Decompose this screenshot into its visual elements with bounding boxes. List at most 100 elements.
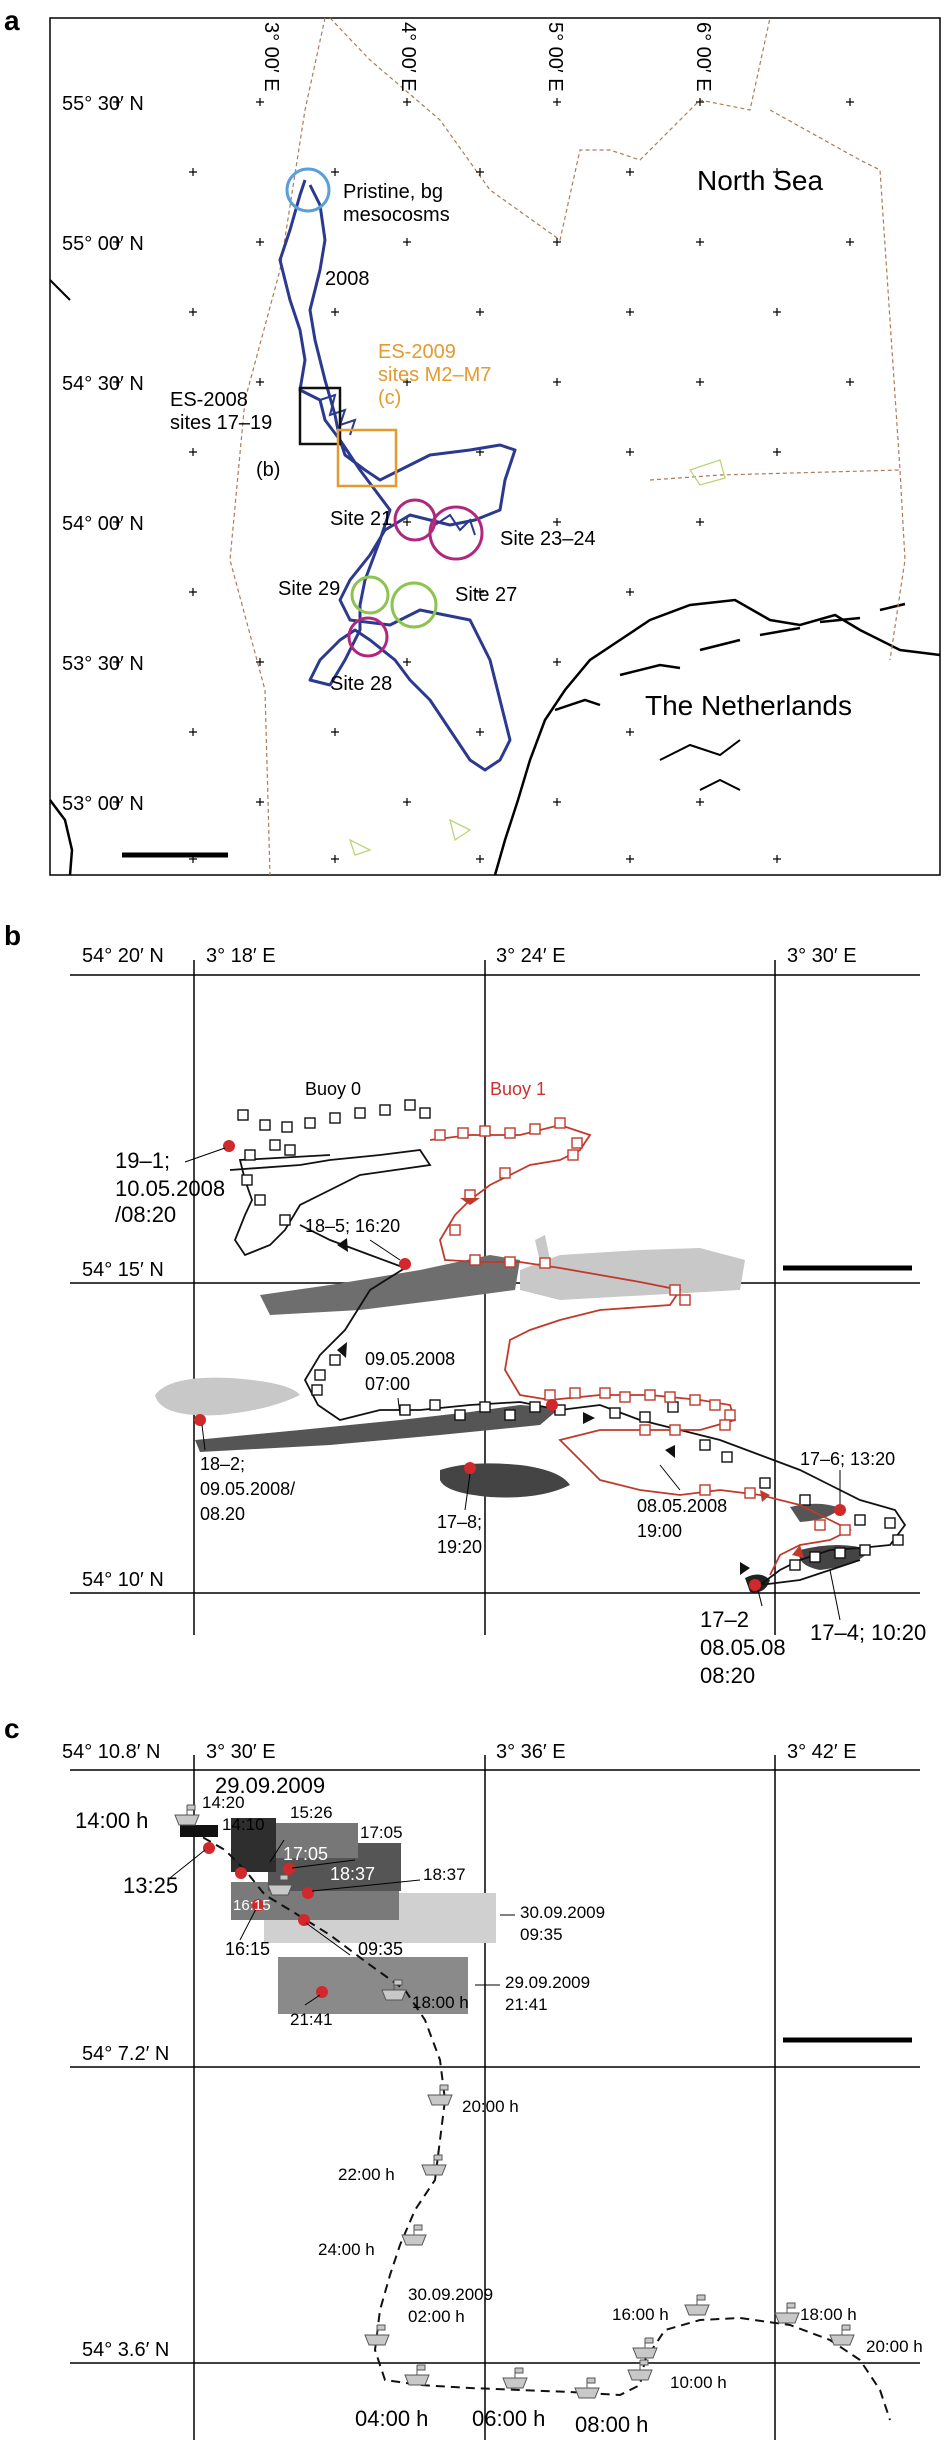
cruise-track-2008 bbox=[278, 179, 517, 772]
site-27-circle bbox=[390, 581, 438, 629]
annotation: 17–6; 13:20 bbox=[800, 1449, 895, 1469]
panel-b-letter: b bbox=[4, 920, 21, 951]
time-label: 18:00 h bbox=[800, 2305, 857, 2324]
panel-a-letter: a bbox=[4, 5, 20, 36]
time-label: 21:41 bbox=[505, 1995, 548, 2014]
es2009-label-3: (c) bbox=[378, 387, 401, 409]
year-label: 2008 bbox=[325, 268, 370, 290]
lon-label: 3° 42′ E bbox=[787, 1741, 857, 1763]
annotation: 10.05.2008 bbox=[115, 1176, 225, 1201]
lat-label: 54° 30′ N bbox=[62, 373, 144, 395]
panel-b: b bbox=[4, 920, 926, 1688]
pristine-label-2: mesocosms bbox=[343, 204, 450, 226]
site-28-label: Site 28 bbox=[330, 673, 392, 695]
time-label: 09:35 bbox=[358, 1939, 403, 1959]
time-label: 20:00 h bbox=[462, 2097, 519, 2116]
lon-label: 3° 18′ E bbox=[206, 945, 276, 967]
lon-label: 5° 00′ E bbox=[544, 22, 566, 92]
leaders-b bbox=[184, 1147, 841, 1621]
annotation: 17–2 bbox=[700, 1607, 749, 1632]
site-29-label: Site 29 bbox=[278, 578, 340, 600]
panel-c: c bbox=[4, 1713, 923, 2440]
annotation: 17–8; bbox=[437, 1512, 482, 1532]
site-29-circle bbox=[350, 575, 390, 615]
time-label: 16:15 bbox=[225, 1939, 270, 1959]
lon-labels-b: 3° 18′ E 3° 24′ E 3° 30′ E bbox=[206, 945, 857, 967]
buoy-1-markers bbox=[434, 1117, 851, 1536]
annotation: 18–2; bbox=[200, 1454, 245, 1474]
sampling-dots-b bbox=[194, 1140, 846, 1591]
lon-label: 3° 36′ E bbox=[496, 1741, 566, 1763]
patches-b bbox=[155, 1235, 870, 1593]
pristine-circle bbox=[285, 167, 331, 213]
cruise-track-cluster bbox=[319, 393, 476, 536]
es2008-box bbox=[298, 386, 342, 446]
sampling-dots-c bbox=[203, 1842, 328, 1998]
time-label: 29.09.2009 bbox=[215, 1773, 325, 1798]
buoy-0-markers bbox=[237, 1099, 904, 1571]
annotation: /08:20 bbox=[115, 1202, 176, 1227]
sea-label: North Sea bbox=[697, 165, 823, 196]
pristine-label: Pristine, bg bbox=[343, 181, 443, 203]
lon-label: 3° 00′ E bbox=[260, 22, 282, 92]
leaders-c bbox=[169, 1839, 515, 2006]
time-label: 06:00 h bbox=[472, 2406, 545, 2431]
time-label: 14:20 bbox=[202, 1793, 245, 1812]
annotation: 08.05.08 bbox=[700, 1635, 786, 1660]
buoy-0-label: Buoy 0 bbox=[305, 1079, 361, 1099]
es2008-label: ES-2008 bbox=[170, 389, 248, 411]
time-label: 29.09.2009 bbox=[505, 1973, 590, 1992]
country-label: The Netherlands bbox=[645, 690, 852, 721]
site-21-label: Site 21 bbox=[330, 508, 392, 530]
lat-label: 54° 15′ N bbox=[82, 1259, 164, 1281]
site-28-circle bbox=[347, 616, 389, 658]
grid-crosses bbox=[113, 98, 854, 863]
annotation: 09.05.2008/ bbox=[200, 1479, 295, 1499]
patches-c bbox=[180, 1818, 496, 2014]
buoy-1-label: Buoy 1 bbox=[490, 1079, 546, 1099]
lon-label: 3° 24′ E bbox=[496, 945, 566, 967]
ship-icons bbox=[174, 1804, 855, 2399]
lon-label: 3° 30′ E bbox=[206, 1741, 276, 1763]
site-27-label: Site 27 bbox=[455, 584, 517, 606]
lat-label: 54° 10.8′ N bbox=[62, 1741, 160, 1763]
site-23-24-label: Site 23–24 bbox=[500, 528, 596, 550]
time-label: 17:05 bbox=[283, 1844, 328, 1864]
annotation: 17–4; 10:20 bbox=[810, 1620, 926, 1645]
lat-labels-c: 54° 10.8′ N 54° 7.2′ N 54° 3.6′ N bbox=[62, 1741, 169, 2361]
time-label: 30.09.2009 bbox=[408, 2285, 493, 2304]
time-label: 04:00 h bbox=[355, 2406, 428, 2431]
lat-label: 53° 30′ N bbox=[62, 653, 144, 675]
annotation: 08.20 bbox=[200, 1504, 245, 1524]
annotation: 18–5; 16:20 bbox=[305, 1216, 400, 1236]
lat-labels-a: 55° 30′ N 55° 00′ N 54° 30′ N 54° 00′ N … bbox=[62, 93, 144, 815]
time-label: 16:15 bbox=[233, 1897, 271, 1914]
lat-label: 54° 3.6′ N bbox=[82, 2339, 169, 2361]
time-label: 18:37 bbox=[423, 1865, 466, 1884]
time-label: 18:37 bbox=[330, 1864, 375, 1884]
time-label: 15:26 bbox=[290, 1803, 333, 1822]
annotation: 19–1; bbox=[115, 1148, 170, 1173]
time-label: 09:35 bbox=[520, 1925, 563, 1944]
annotation: 08.05.2008 bbox=[637, 1496, 727, 1516]
annotation: 07:00 bbox=[365, 1374, 410, 1394]
time-label: 30.09.2009 bbox=[520, 1903, 605, 1922]
site-23-24-circle bbox=[428, 505, 484, 561]
time-label: 02:00 h bbox=[408, 2307, 465, 2326]
es2009-label: ES-2009 bbox=[378, 341, 456, 363]
direction-arrows bbox=[337, 1198, 804, 1575]
coast-frisian-islands bbox=[554, 602, 906, 712]
lat-label: 54° 7.2′ N bbox=[82, 2043, 169, 2065]
lon-label: 6° 00′ E bbox=[692, 22, 714, 92]
lat-labels-b: 54° 20′ N 54° 15′ N 54° 10′ N bbox=[82, 945, 164, 1591]
annotation: 09.05.2008 bbox=[365, 1349, 455, 1369]
annotation: 19:20 bbox=[437, 1537, 482, 1557]
eez-borders bbox=[229, 17, 906, 876]
annotation: 19:00 bbox=[637, 1521, 682, 1541]
lat-label: 54° 20′ N bbox=[82, 945, 164, 967]
time-label: 16:00 h bbox=[612, 2305, 669, 2324]
time-label: 18:00 h bbox=[412, 1993, 469, 2012]
lat-label: 55° 00′ N bbox=[62, 233, 144, 255]
coast-nw bbox=[49, 279, 71, 301]
